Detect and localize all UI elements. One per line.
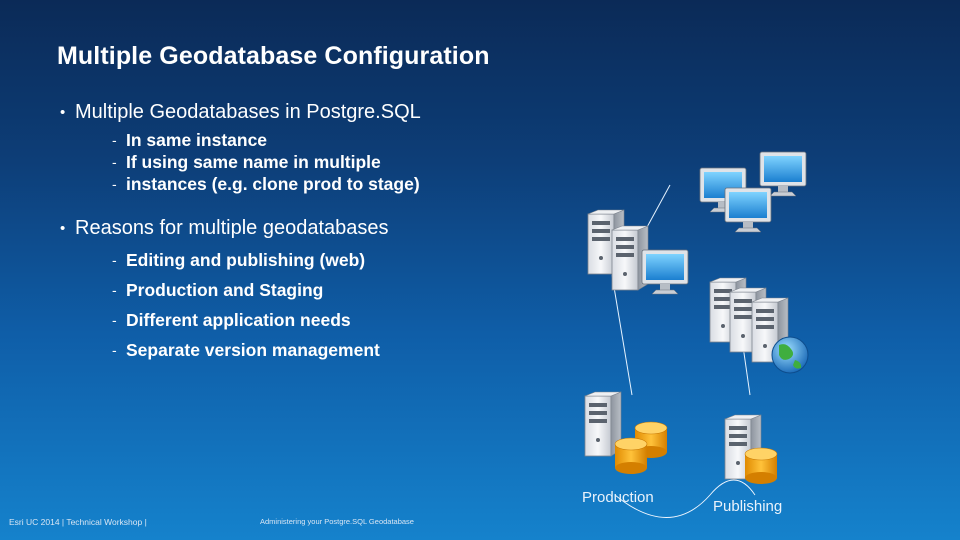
publishing-label: Publishing (713, 498, 783, 515)
footer-title: Administering your Postgre.SQL Geodataba… (260, 517, 414, 526)
bullet-list: Multiple Geodatabases in Postgre.SQL In … (58, 100, 558, 369)
production-label: Production (582, 489, 654, 506)
footer-event: Esri UC 2014 | Technical Workshop | (9, 517, 147, 527)
network-diagram (560, 130, 860, 540)
globe-icon (771, 336, 809, 374)
subbullet-editing-publishing: Editing and publishing (web) (112, 249, 558, 271)
server-icon (587, 209, 689, 295)
subbullet-application-needs: Different application needs (112, 309, 558, 331)
database-icon (744, 447, 778, 485)
subbullet-same-instance: In same instance (112, 129, 558, 151)
subbullet-version-management: Separate version management (112, 339, 558, 361)
subbullet-same-name: If using same name in multiple (112, 151, 558, 173)
subbullet-production-staging: Production and Staging (112, 279, 558, 301)
bullet-reasons: Reasons for multiple geodatabases (58, 216, 558, 241)
bullet-multiple-geodatabases: Multiple Geodatabases in Postgre.SQL (58, 100, 558, 125)
subbullet-same-name-continued: instances (e.g. clone prod to stage) (112, 173, 558, 195)
desktop-computer-icon (699, 151, 807, 233)
slide-title: Multiple Geodatabase Configuration (57, 42, 490, 70)
database-icon (614, 421, 668, 475)
